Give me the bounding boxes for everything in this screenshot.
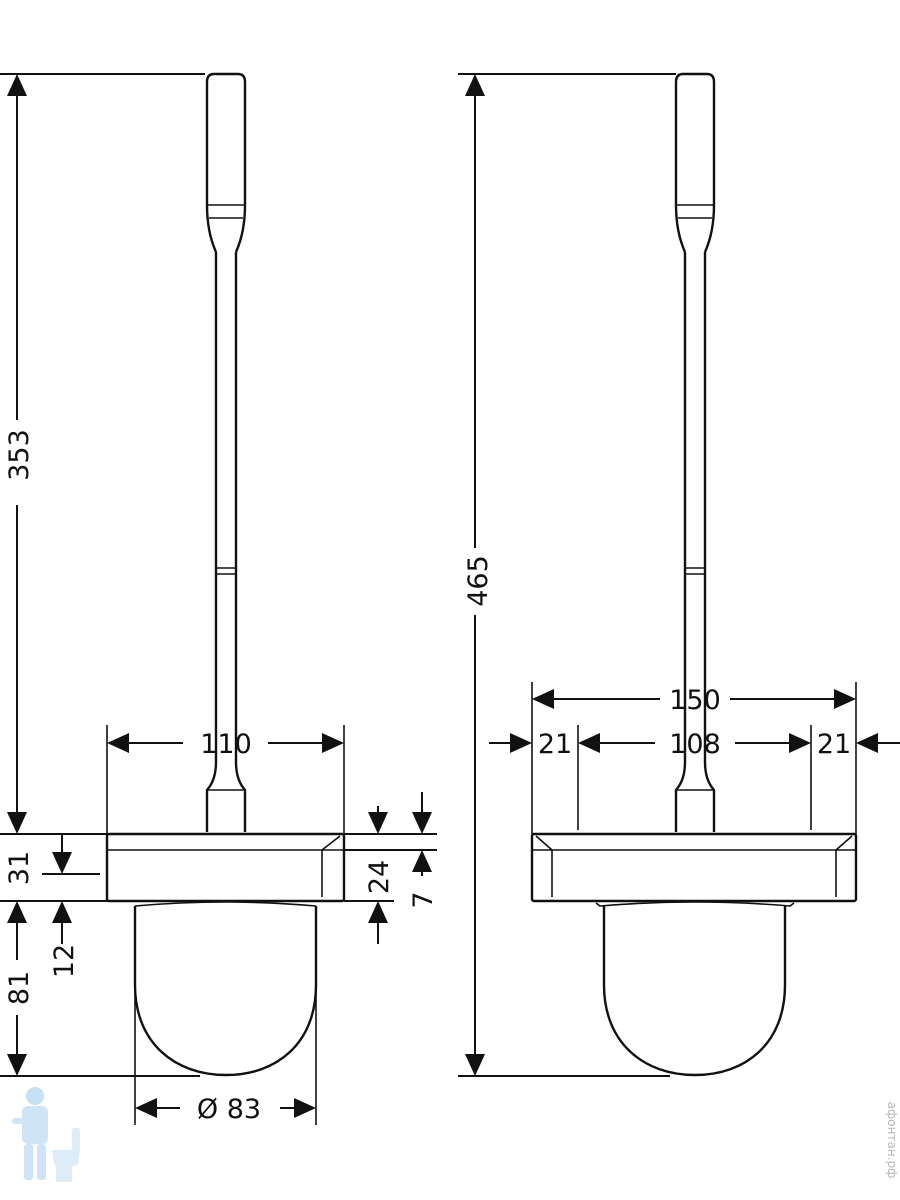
left-view	[105, 72, 346, 1077]
right-brush-stem	[683, 252, 707, 762]
dim-108: 108	[669, 729, 721, 760]
left-brush-stem	[214, 252, 238, 762]
dim-150: 150	[669, 685, 721, 716]
dim-110: 110	[200, 729, 252, 760]
dim-24: 24	[364, 860, 395, 894]
dim-31: 31	[4, 851, 35, 885]
dim-465: 465	[463, 555, 494, 607]
watermark-text: афонтан.рф	[885, 1102, 899, 1179]
left-bowl	[133, 906, 318, 1077]
dim-353: 353	[4, 429, 35, 481]
right-bowl	[602, 906, 787, 1077]
dim-7: 7	[408, 891, 439, 908]
dim-21-left: 21	[538, 729, 572, 760]
dim-21-right: 21	[817, 729, 851, 760]
dim-12: 12	[49, 944, 80, 978]
left-handle-grip	[205, 72, 247, 205]
plumber-mascot-icon	[12, 1087, 80, 1182]
dim-diameter-83: Ø 83	[197, 1094, 261, 1125]
dim-81: 81	[4, 971, 35, 1005]
left-base-plate	[105, 832, 346, 903]
right-view	[530, 72, 858, 1077]
left-dimensions	[0, 73, 437, 1125]
right-dimensions	[458, 73, 900, 1077]
right-handle-grip	[674, 72, 716, 205]
right-base-plate	[530, 832, 858, 903]
